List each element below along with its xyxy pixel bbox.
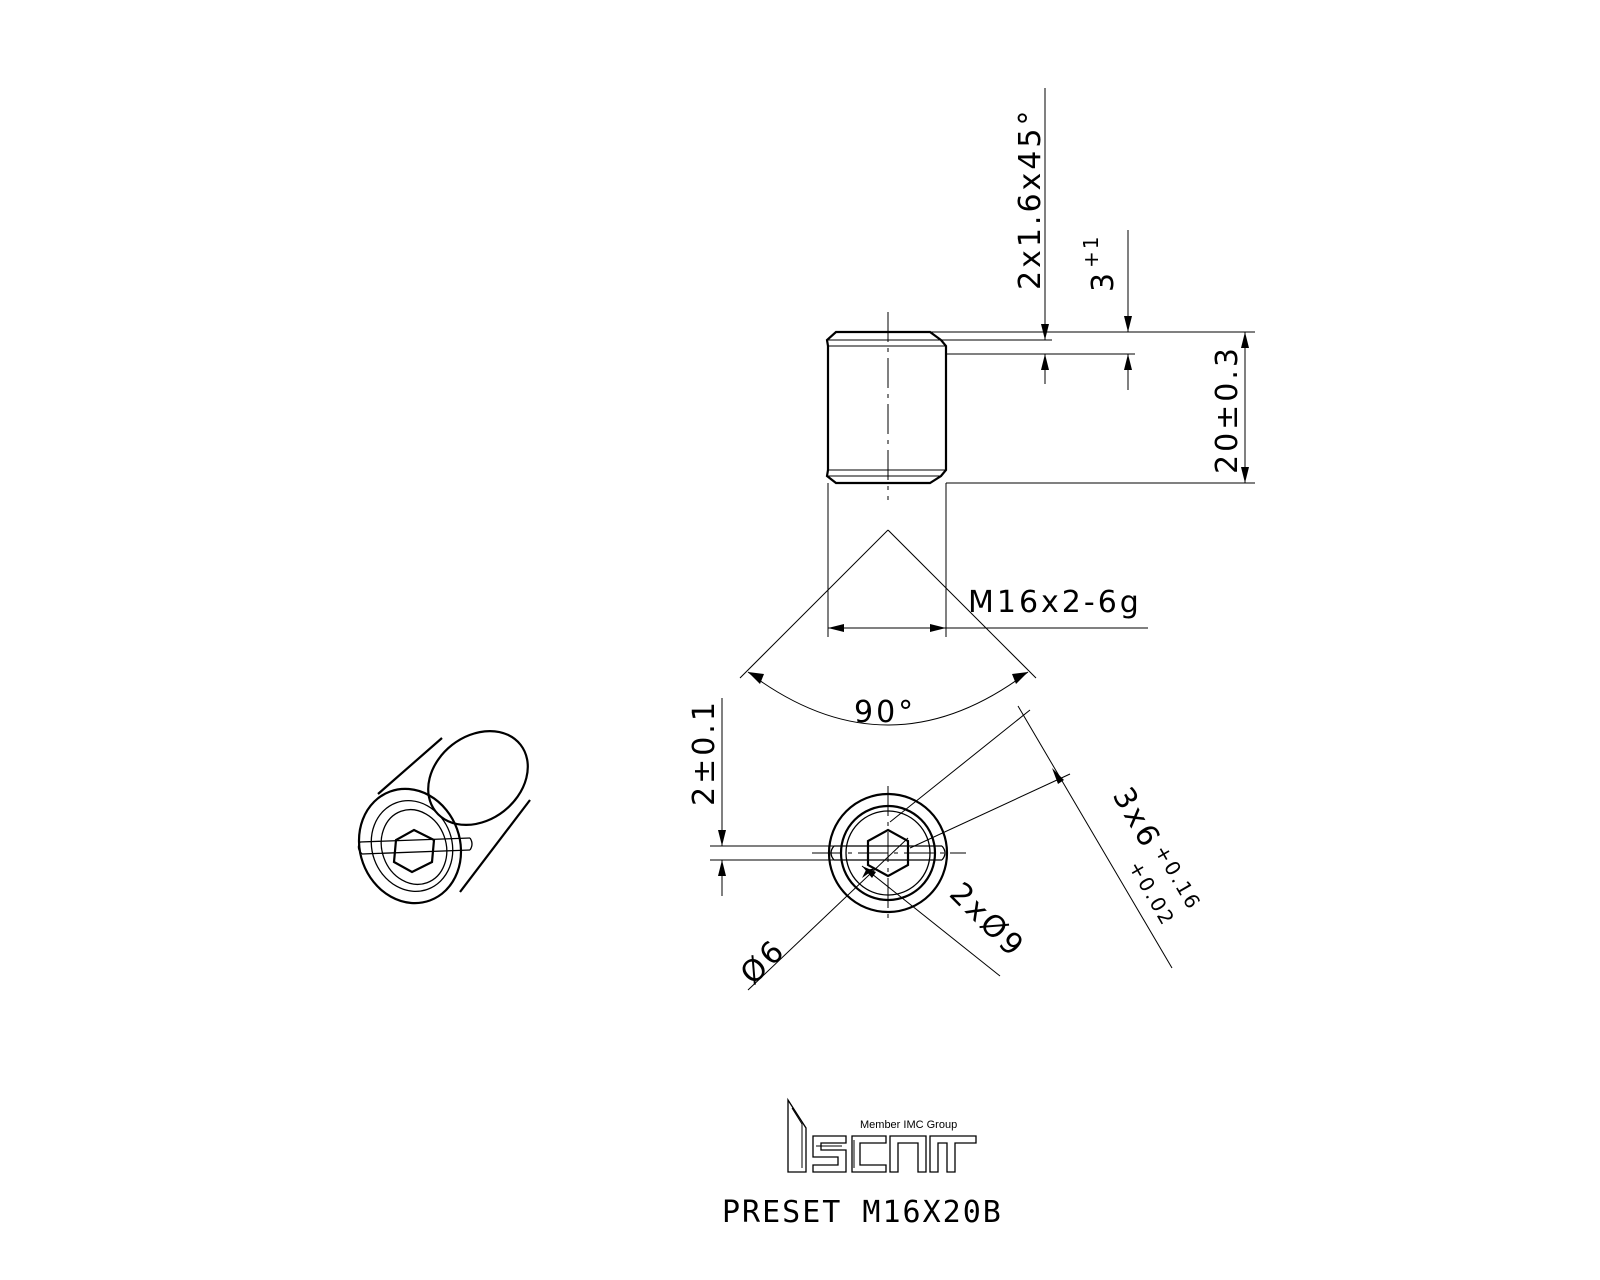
slot-dim-line [1017,705,1173,969]
thread-dim: M16x2-6g [968,585,1142,620]
hex-leader [747,837,909,991]
iso-hex [392,828,436,874]
brand-logo: Member IMC Group [787,1097,977,1173]
angle-dimension: 90° [739,529,1037,730]
side-view: 2x1.6x45° 3 +1 20±0.3 M16x2-6g [825,88,1255,637]
hex-socket [866,828,910,878]
side-view-outline [825,330,948,485]
depth-dim: 3 [1086,270,1121,292]
isometric-view [357,729,531,905]
angle-arc [747,671,1029,726]
end-view: 2±0.1 3x6 +0.16 +0.02 2xØ9 Ø6 [687,698,1206,992]
depth-tolerance: +1 [1079,235,1103,268]
hole-dim: 2xØ9 [942,876,1031,965]
offset-dim: 2±0.1 [687,699,722,806]
chamfer-dim: 2x1.6x45° [1013,108,1048,290]
logo-tagline: Member IMC Group [860,1119,957,1131]
length-dim: 20±0.3 [1210,345,1245,474]
hole-leader [861,865,1001,977]
angle-dim: 90° [854,695,916,730]
part-number: PRESET M16X20B [722,1195,1003,1230]
logo-mark [787,1097,977,1173]
hex-dim: Ø6 [734,932,793,991]
slot-dim: 3x6 [1105,782,1168,856]
iso-front-face [357,787,463,905]
